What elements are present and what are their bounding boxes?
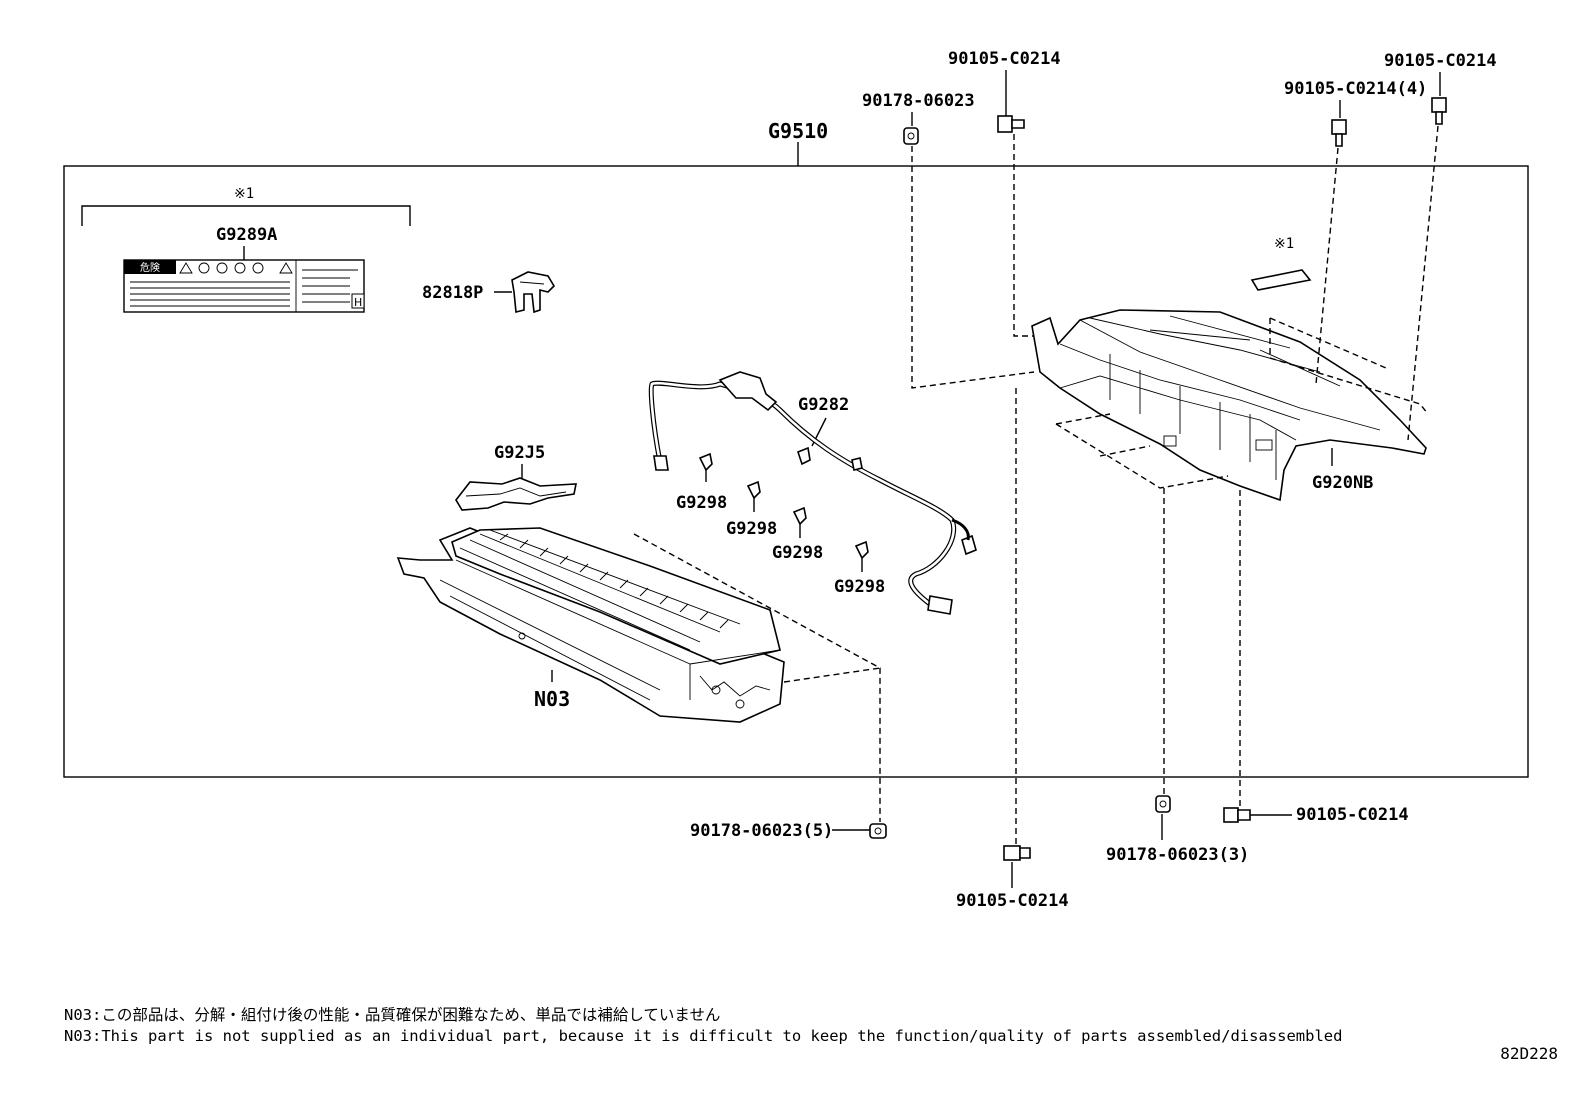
label-g920nb: G920NB — [1312, 473, 1373, 493]
label-note-mark-cover: ※1 — [1274, 236, 1294, 252]
nut-top-part — [903, 127, 919, 145]
note-japanese: N03:この部品は、分解・組付け後の性能・品質確保が困難なため、単品では補給して… — [64, 1006, 721, 1024]
label-bolt-top-right1: 90105-C0214(4) — [1284, 79, 1427, 99]
label-g9298-2: G9298 — [726, 519, 777, 539]
warning-label-sticker: 危険 H — [123, 259, 365, 313]
label-g92j5: G92J5 — [494, 443, 545, 463]
label-g9298-1: G9298 — [676, 493, 727, 513]
label-82818p: 82818P — [422, 283, 483, 303]
label-note-mark-top: ※1 — [234, 186, 254, 202]
cover-part — [1031, 309, 1427, 502]
label-g9298-4: G9298 — [834, 577, 885, 597]
plate-part — [455, 477, 577, 511]
battery-module — [396, 527, 785, 723]
label-bolt-bottom-right: 90105-C0214 — [1296, 805, 1409, 825]
nut-bottom-left-part — [869, 823, 887, 839]
clip-1 — [698, 452, 713, 482]
bolt-top-right2-part — [1431, 97, 1447, 125]
bolt-top-mid-part — [997, 115, 1025, 133]
note-english: N03:This part is not supplied as an indi… — [64, 1027, 1343, 1045]
label-g9289a: G9289A — [216, 225, 277, 245]
label-nut-bottom-right: 90178-06023(3) — [1106, 845, 1249, 865]
label-bolt-bottom-mid: 90105-C0214 — [956, 891, 1069, 911]
label-nut-top: 90178-06023 — [862, 91, 975, 111]
label-nut-bottom-left: 90178-06023(5) — [690, 821, 833, 841]
bolt-bottom-right-part — [1223, 807, 1251, 823]
bolt-bottom-mid-part — [1003, 845, 1031, 861]
bolt-top-right1-part — [1331, 119, 1347, 147]
assembly-frame — [63, 165, 1529, 778]
clip-2 — [746, 480, 761, 512]
label-bolt-top-right2: 90105-C0214 — [1384, 51, 1497, 71]
nut-bottom-right-part — [1155, 795, 1171, 813]
label-n03: N03 — [534, 687, 570, 711]
wire-harness — [648, 371, 977, 615]
label-bolt-top-mid: 90105-C0214 — [948, 49, 1061, 69]
clamp-part — [511, 271, 556, 314]
label-g9298-3: G9298 — [772, 543, 823, 563]
sticker-warning-text: 危険 — [140, 262, 160, 274]
clip-4 — [854, 540, 869, 572]
label-g9282: G9282 — [798, 395, 849, 415]
sticker-letter: H — [354, 296, 362, 309]
label-assembly: G9510 — [768, 119, 828, 143]
diagram-code: 82D228 — [1500, 1044, 1558, 1063]
clip-3 — [792, 506, 807, 538]
